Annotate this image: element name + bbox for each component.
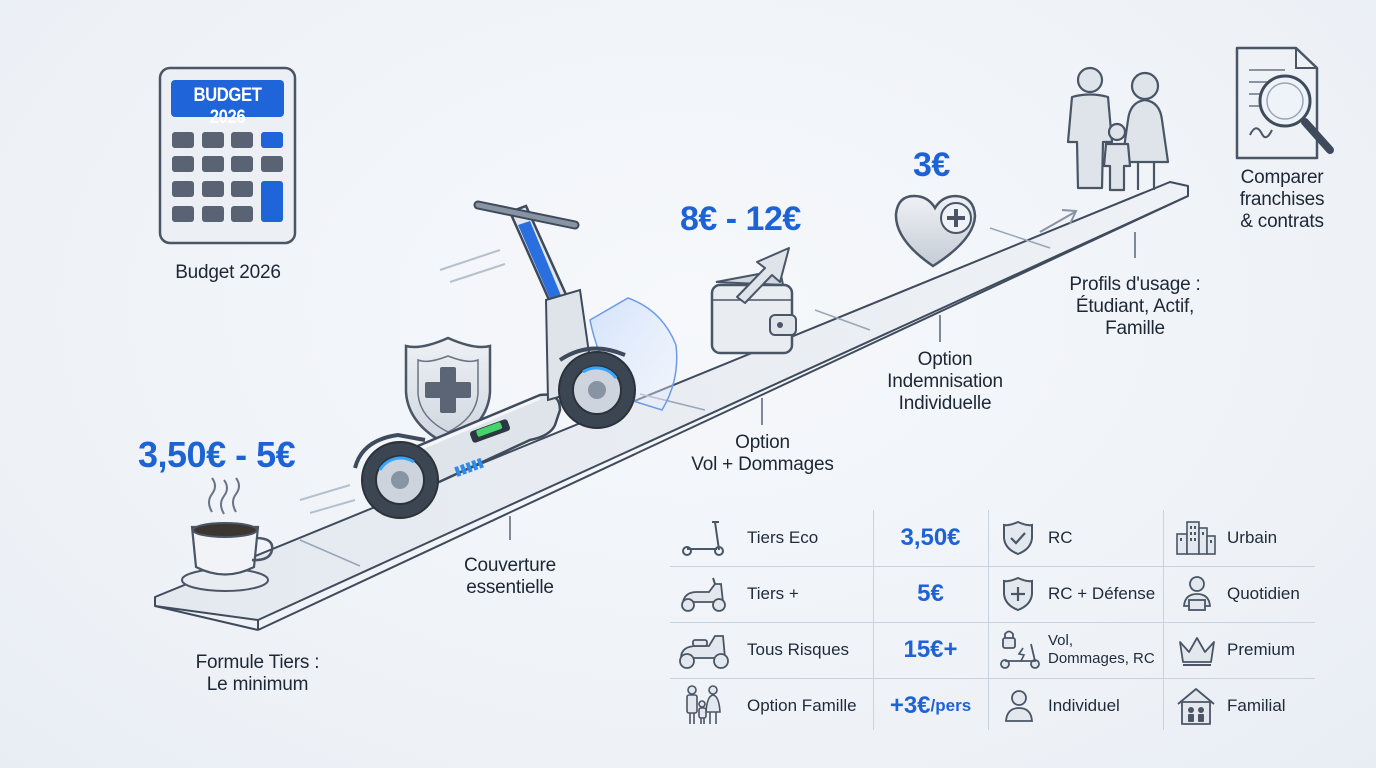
comparer-caption-line1: Comparer [1240, 167, 1324, 188]
city-buildings-icon [1176, 521, 1216, 555]
table-divider [670, 622, 1315, 623]
indemnisation-caption-line1: Option [917, 349, 973, 370]
essentielle-caption-line1: Couverture [464, 555, 556, 576]
scooter-motorbike-icon [679, 635, 729, 669]
table-formula: Tiers Eco [747, 527, 819, 547]
tiers-caption-line2: Le minimum [206, 674, 309, 695]
indemnisation-caption-line2: Indemnisation [887, 371, 1003, 392]
table-coverage-line1: Vol, [1048, 631, 1074, 649]
indemnisation-caption-line3: Individuelle [898, 393, 992, 414]
profils-caption: Profils d'usage : Étudiant, Actif, Famil… [1040, 274, 1230, 340]
family-icon [1066, 66, 1170, 192]
tiers-caption: Formule Tiers : Le minimum [135, 652, 380, 696]
table-price-suffix: /pers [930, 695, 972, 715]
table-column-divider [988, 510, 989, 730]
wallet-icon [710, 247, 797, 355]
tiers-caption-line1: Formule Tiers : [195, 652, 320, 673]
table-coverage: RC + Défense [1048, 583, 1156, 603]
table-coverage-line2: Dommages, RC [1048, 649, 1155, 667]
essentielle-caption: Couverture essentielle [430, 555, 590, 599]
lock-scooter-icon [1000, 630, 1040, 669]
table-price: 15€+ [903, 635, 958, 663]
person-icon [1005, 690, 1033, 722]
comparer-caption: Comparer franchises & contrats [1212, 167, 1352, 233]
table-column-divider [1163, 510, 1164, 730]
home-family-icon [1177, 688, 1215, 725]
family-small-icon [686, 685, 721, 724]
profils-caption-line2: Étudiant, Actif, [1075, 296, 1195, 317]
shield-plus-icon [1003, 576, 1033, 612]
table-row: Tous Risques 15€+ Vol, Dommages, RC Prem… [665, 622, 1320, 677]
budget-caption: Budget 2026 [175, 262, 281, 283]
vol-caption-line2: Vol + Dommages [691, 454, 834, 475]
table-formula: Tous Risques [747, 639, 850, 659]
comparer-caption-line3: & contrats [1240, 211, 1324, 232]
table-profile: Familial [1227, 695, 1286, 715]
indemnisation-price: 3€ [913, 146, 950, 184]
document-search-icon [1235, 46, 1334, 160]
table-row: Tiers + 5€ RC + Défense Quotidien [665, 566, 1320, 621]
table-price: +3€/pers [873, 678, 988, 733]
profils-caption-line1: Profils d'usage : [1069, 274, 1201, 295]
profils-caption-line3: Famille [1105, 318, 1165, 339]
calculator-screen-label: BUDGET 2026 [193, 85, 262, 128]
table-coverage: RC [1048, 527, 1073, 547]
table-row: Option Famille +3€/pers Individuel Famil… [665, 678, 1320, 733]
speed-lines [299, 249, 506, 514]
table-coverage: Vol, Dommages, RC [1048, 622, 1155, 677]
comparison-table: Tiers Eco 3,50€ RC Urbain Tiers + 5€ RC … [665, 510, 1320, 732]
table-coverage: Individuel [1048, 695, 1120, 715]
person-laptop-icon [1183, 576, 1211, 611]
coffee-cup-icon [181, 477, 274, 592]
indemnisation-caption: Option Indemnisation Individuelle [855, 349, 1035, 415]
table-price: 5€ [917, 579, 944, 607]
table-profile: Urbain [1227, 527, 1278, 547]
comparer-caption-line2: franchises [1239, 189, 1325, 210]
table-divider [670, 566, 1315, 567]
table-divider [670, 678, 1315, 679]
shield-icon [404, 336, 492, 447]
moped-icon [681, 577, 726, 612]
table-formula: Tiers + [747, 583, 799, 603]
calculator-icon [158, 66, 297, 245]
table-price: 3,50€ [900, 523, 961, 551]
shield-check-icon [1003, 520, 1033, 556]
table-formula: Option Famille [747, 695, 857, 715]
tiers-price: 3,50€ - 5€ [138, 434, 296, 475]
table-price-main: +3€ [889, 691, 931, 719]
crown-icon [1179, 637, 1215, 666]
vol-price: 8€ - 12€ [680, 200, 801, 238]
vol-caption: Option Vol + Dommages [660, 432, 865, 476]
table-column-divider [873, 510, 874, 730]
scooter-icon [353, 200, 636, 519]
table-profile: Premium [1227, 639, 1296, 659]
table-profile: Quotidien [1227, 583, 1300, 603]
essentielle-caption-line2: essentielle [466, 577, 554, 598]
kick-scooter-icon [682, 521, 724, 556]
table-row: Tiers Eco 3,50€ RC Urbain [665, 510, 1320, 565]
heart-plus-icon [894, 194, 977, 268]
vol-caption-line1: Option [735, 432, 790, 453]
